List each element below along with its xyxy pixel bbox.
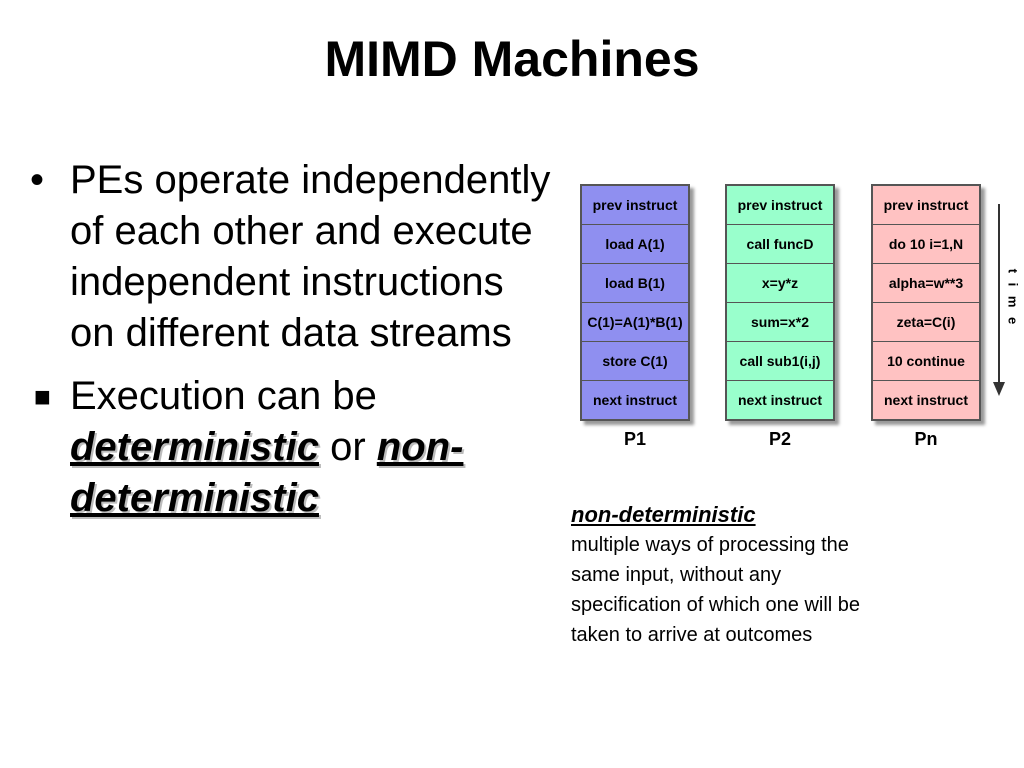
note-line: taken to arrive at outcomes — [571, 624, 813, 646]
bullet-line: independent instructions — [70, 260, 504, 304]
instruction-cell: zeta=C(i) — [873, 303, 979, 342]
time-axis-label: t i m e — [1005, 268, 1021, 328]
term-non-deterministic-part2: deterministic — [70, 476, 319, 520]
processor-label: P1 — [623, 429, 647, 449]
processor-column-p2: prev instruct call funcD x=y*z sum=x*2 c… — [725, 184, 835, 450]
term-non-deterministic-part1: non- — [376, 425, 464, 469]
term-connector: or — [330, 425, 366, 469]
instruction-cell: next instruct — [592, 392, 677, 408]
bullet-item-execution: ■ Execution can be deterministic or non-… — [30, 371, 610, 524]
bullet-list: • PEs operate independently of each othe… — [30, 155, 610, 524]
processor-column-pn: prev instruct do 10 i=1,N alpha=w**3 zet… — [871, 184, 981, 450]
bullet-terms-line: deterministic or non- — [70, 422, 610, 473]
instruction-cell: x=y*z — [727, 264, 833, 303]
instruction-cell: sum=x*2 — [727, 303, 833, 342]
term-deterministic: deterministic — [70, 425, 319, 469]
instruction-stack: prev instruct call funcD x=y*z sum=x*2 c… — [725, 184, 835, 421]
instruction-cell: next instruct — [883, 392, 968, 408]
slide-title: MIMD Machines — [324, 31, 700, 87]
bullet-intro: Execution can be — [70, 374, 377, 418]
time-arrow-icon — [993, 204, 1005, 396]
bullet-line: PEs operate independently — [70, 158, 551, 202]
note-line: same input, without any — [571, 564, 782, 586]
instruction-stack: prev instruct do 10 i=1,N alpha=w**3 zet… — [871, 184, 981, 421]
processor-column-p1: prev instruct load A(1) load B(1) C(1)=A… — [580, 184, 690, 450]
instruction-cell: store C(1) — [582, 342, 688, 381]
instruction-stack: prev instruct load A(1) load B(1) C(1)=A… — [580, 184, 690, 421]
definition-note: non-deterministic multiple ways of proce… — [571, 500, 991, 650]
instruction-cell: alpha=w**3 — [873, 264, 979, 303]
instruction-cell: call sub1(i,j) — [727, 342, 833, 381]
instruction-cell: load A(1) — [582, 225, 688, 264]
processor-label: Pn — [914, 429, 938, 449]
processor-label: P2 — [768, 429, 792, 449]
bullet-dot-icon: • — [30, 158, 45, 202]
instruction-cell: prev instruct — [582, 186, 688, 225]
bullet-item-pes: • PEs operate independently of each othe… — [30, 155, 610, 359]
note-title: non-deterministic — [571, 502, 756, 527]
instruction-cell: load B(1) — [582, 264, 688, 303]
instruction-cell: next instruct — [737, 392, 822, 408]
note-line: multiple ways of processing the — [571, 534, 849, 556]
instruction-cell: prev instruct — [873, 186, 979, 225]
instruction-cell: call funcD — [727, 225, 833, 264]
bullet-square-icon: ■ — [34, 381, 51, 412]
instruction-cell: C(1)=A(1)*B(1) — [582, 303, 688, 342]
note-line: specification of which one will be — [571, 594, 861, 616]
instruction-cell: 10 continue — [873, 342, 979, 381]
bullet-line: on different data streams — [70, 311, 512, 355]
instruction-cell: do 10 i=1,N — [873, 225, 979, 264]
instruction-cell: prev instruct — [727, 186, 833, 225]
bullet-line: of each other and execute — [70, 209, 533, 253]
